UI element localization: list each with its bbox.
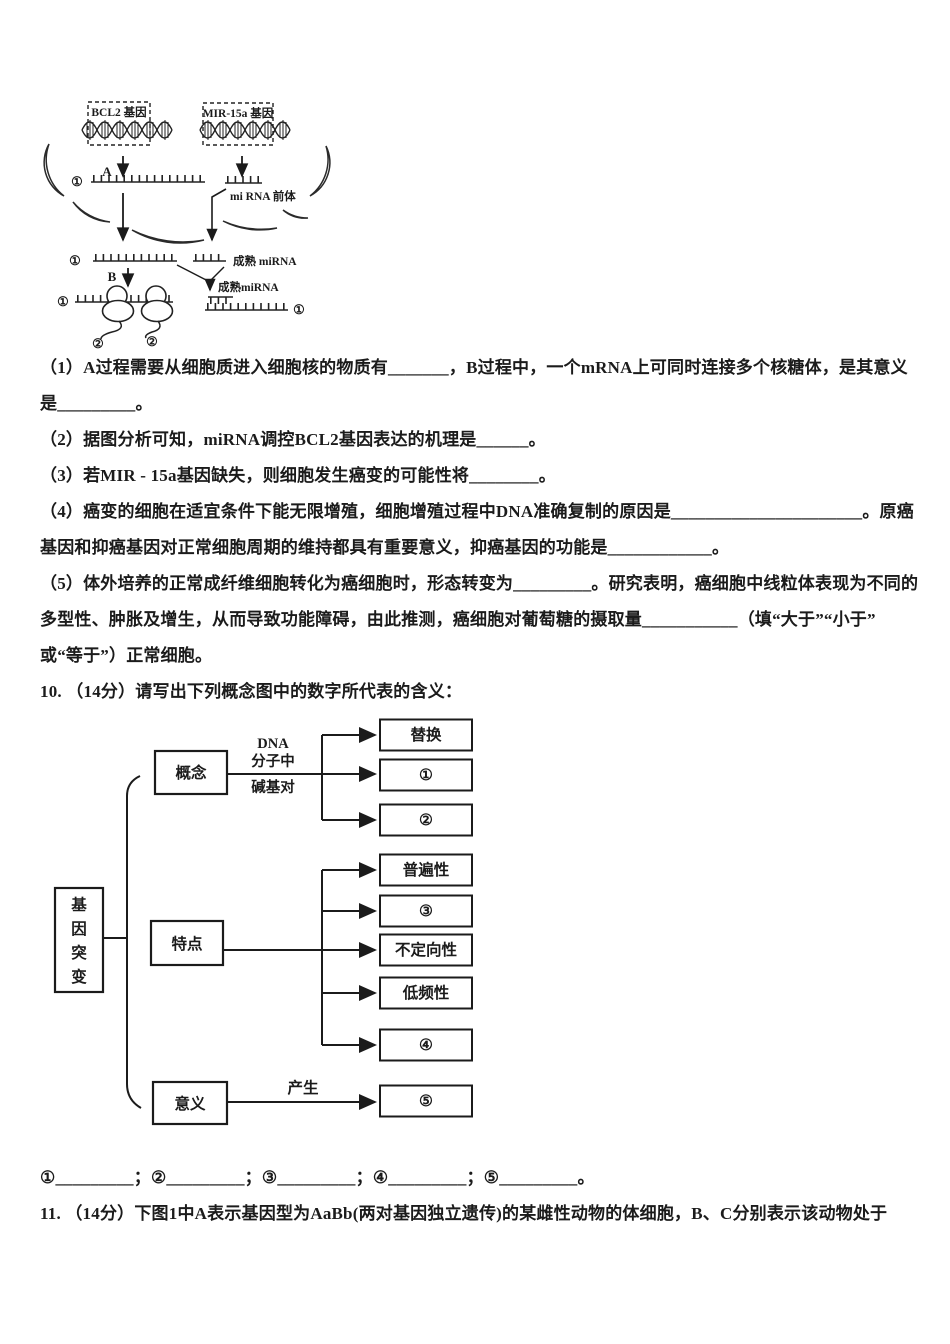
cytoplasm-mrna-ladder bbox=[93, 254, 177, 262]
branch-concept-label: 概念 bbox=[175, 763, 207, 782]
svg-text:变: 变 bbox=[71, 967, 87, 986]
ribosomes bbox=[101, 285, 174, 323]
svg-text:⑤: ⑤ bbox=[419, 1093, 433, 1110]
feature-leaf-boxes: 普遍性 ③ 不定向性 低频性 ④ bbox=[379, 853, 473, 1062]
svg-text:替换: 替换 bbox=[410, 725, 442, 744]
concept-map-figure: 基 因 突 变 概念 特点 意义 DNA 分子中 碱基对 bbox=[53, 718, 473, 1126]
branch-box-concept bbox=[153, 749, 229, 796]
peptide-marker-1: ② bbox=[92, 336, 104, 351]
mrna-marker-duplex: ① bbox=[293, 302, 305, 317]
q9-line-4: （3）若MIR - 15a基因缺失，则细胞发生癌变的可能性将________。 bbox=[40, 466, 556, 485]
svg-text:基: 基 bbox=[70, 895, 87, 914]
concept-edge-label: DNA 分子中 碱基对 bbox=[251, 736, 295, 796]
bcl2-gene-dashed-box bbox=[87, 101, 151, 146]
bcl2-dna-helix bbox=[81, 120, 173, 140]
branch-box-features bbox=[149, 919, 225, 967]
q9-line-6: 基因和抑癌基因对正常细胞周期的维持都具有重要意义，抑癌基因的功能是_______… bbox=[40, 538, 730, 557]
svg-text:①: ① bbox=[419, 767, 433, 784]
polypeptide-chains bbox=[100, 320, 161, 340]
mature-mirna-label-2: 成熟miRNA bbox=[218, 280, 279, 294]
bcl2-gene-label: BCL2 基因 bbox=[91, 105, 146, 119]
q9-line-2: 是_________。 bbox=[40, 394, 153, 413]
bracket bbox=[126, 775, 142, 1109]
significance-leaf-boxes: ⑤ bbox=[379, 1084, 473, 1118]
mature-mirna-label-1: 成熟 miRNA bbox=[233, 254, 297, 268]
concept-leaf-boxes: 替换 ① ② bbox=[379, 718, 473, 837]
svg-text:分子中: 分子中 bbox=[251, 752, 295, 770]
svg-text:不定向性: 不定向性 bbox=[395, 940, 458, 959]
gene-regulation-figure: BCL2 基因 MIR-15a 基因 A ① mi RNA 前体 bbox=[43, 101, 331, 351]
question10-heading: 10. （14分）请写出下列概念图中的数字所代表的含义： bbox=[40, 682, 463, 701]
svg-text:突: 突 bbox=[71, 943, 87, 962]
root-box-label: 基 因 突 变 bbox=[70, 895, 87, 986]
features-edges bbox=[223, 862, 377, 1053]
process-a-label: A bbox=[102, 164, 112, 179]
mirna-precursor-ladder bbox=[225, 176, 262, 184]
mir15a-gene-label: MIR-15a 基因 bbox=[203, 106, 274, 120]
branch-features-label: 特点 bbox=[171, 934, 203, 953]
mirna-export-arrow bbox=[206, 188, 227, 242]
mrna-marker-nucleus: ① bbox=[71, 174, 83, 189]
mirna-mrna-duplex bbox=[205, 296, 288, 311]
svg-text:因: 因 bbox=[71, 920, 87, 938]
q9-line-8: 多型性、肿胀及增生，从而导致功能障碍，由此推测，癌细胞对葡萄糖的摄取量_____… bbox=[40, 610, 876, 629]
mirna-precursor-label: mi RNA 前体 bbox=[230, 189, 296, 203]
nuclear-mrna-ladder bbox=[91, 175, 205, 183]
svg-text:低频性: 低频性 bbox=[402, 983, 450, 1002]
q9-line-3: （2）据图分析可知，miRNA调控BCL2基因表达的机理是______。 bbox=[40, 430, 546, 449]
mature-mirna-ladder bbox=[193, 254, 226, 262]
q9-line-5: （4）癌变的细胞在适宜条件下能无限增殖，细胞增殖过程中DNA准确复制的原因是__… bbox=[40, 502, 914, 521]
mirna-binding-fork bbox=[176, 264, 225, 292]
question11-heading: 11. （14分）下图1中A表示基因型为AaBb(两对基因独立遗传)的某雌性动物… bbox=[40, 1204, 888, 1223]
svg-text:④: ④ bbox=[419, 1037, 433, 1054]
branch-significance-label: 意义 bbox=[174, 1094, 206, 1113]
q9-line-7: （5）体外培养的正常成纤维细胞转化为癌细胞时，形态转变为_________。研究… bbox=[40, 574, 919, 593]
significance-edge-label: 产生 bbox=[287, 1078, 319, 1097]
q9-line-1: （1）A过程需要从细胞质进入细胞核的物质有_______，B过程中，一个mRNA… bbox=[40, 358, 908, 377]
mrna-marker-polysome: ① bbox=[57, 294, 69, 309]
root-box-gene-mutation bbox=[53, 886, 105, 994]
svg-text:碱基对: 碱基对 bbox=[251, 778, 295, 796]
svg-text:普遍性: 普遍性 bbox=[403, 860, 450, 879]
peptide-marker-2: ② bbox=[146, 334, 158, 349]
mrna-marker-cytoplasm: ① bbox=[69, 253, 81, 268]
question9-block: （1）A过程需要从细胞质进入细胞核的物质有_______，B过程中，一个mRNA… bbox=[40, 350, 920, 710]
mir15a-gene-dashed-box bbox=[202, 102, 274, 146]
svg-text:③: ③ bbox=[419, 903, 433, 920]
svg-text:DNA: DNA bbox=[257, 736, 289, 752]
mir15a-dna-helix bbox=[199, 120, 291, 140]
svg-text:②: ② bbox=[419, 812, 433, 829]
process-b-label: B bbox=[108, 269, 117, 284]
concept-edges bbox=[227, 727, 377, 828]
q9-line-9: 或“等于”）正常细胞。 bbox=[40, 646, 213, 665]
nuclear-envelope bbox=[43, 143, 331, 244]
question10-answer-line: ①_________；②_________；③_________；④______… bbox=[40, 1168, 595, 1187]
bottom-block: ①_________；②_________；③_________；④______… bbox=[40, 1160, 920, 1232]
